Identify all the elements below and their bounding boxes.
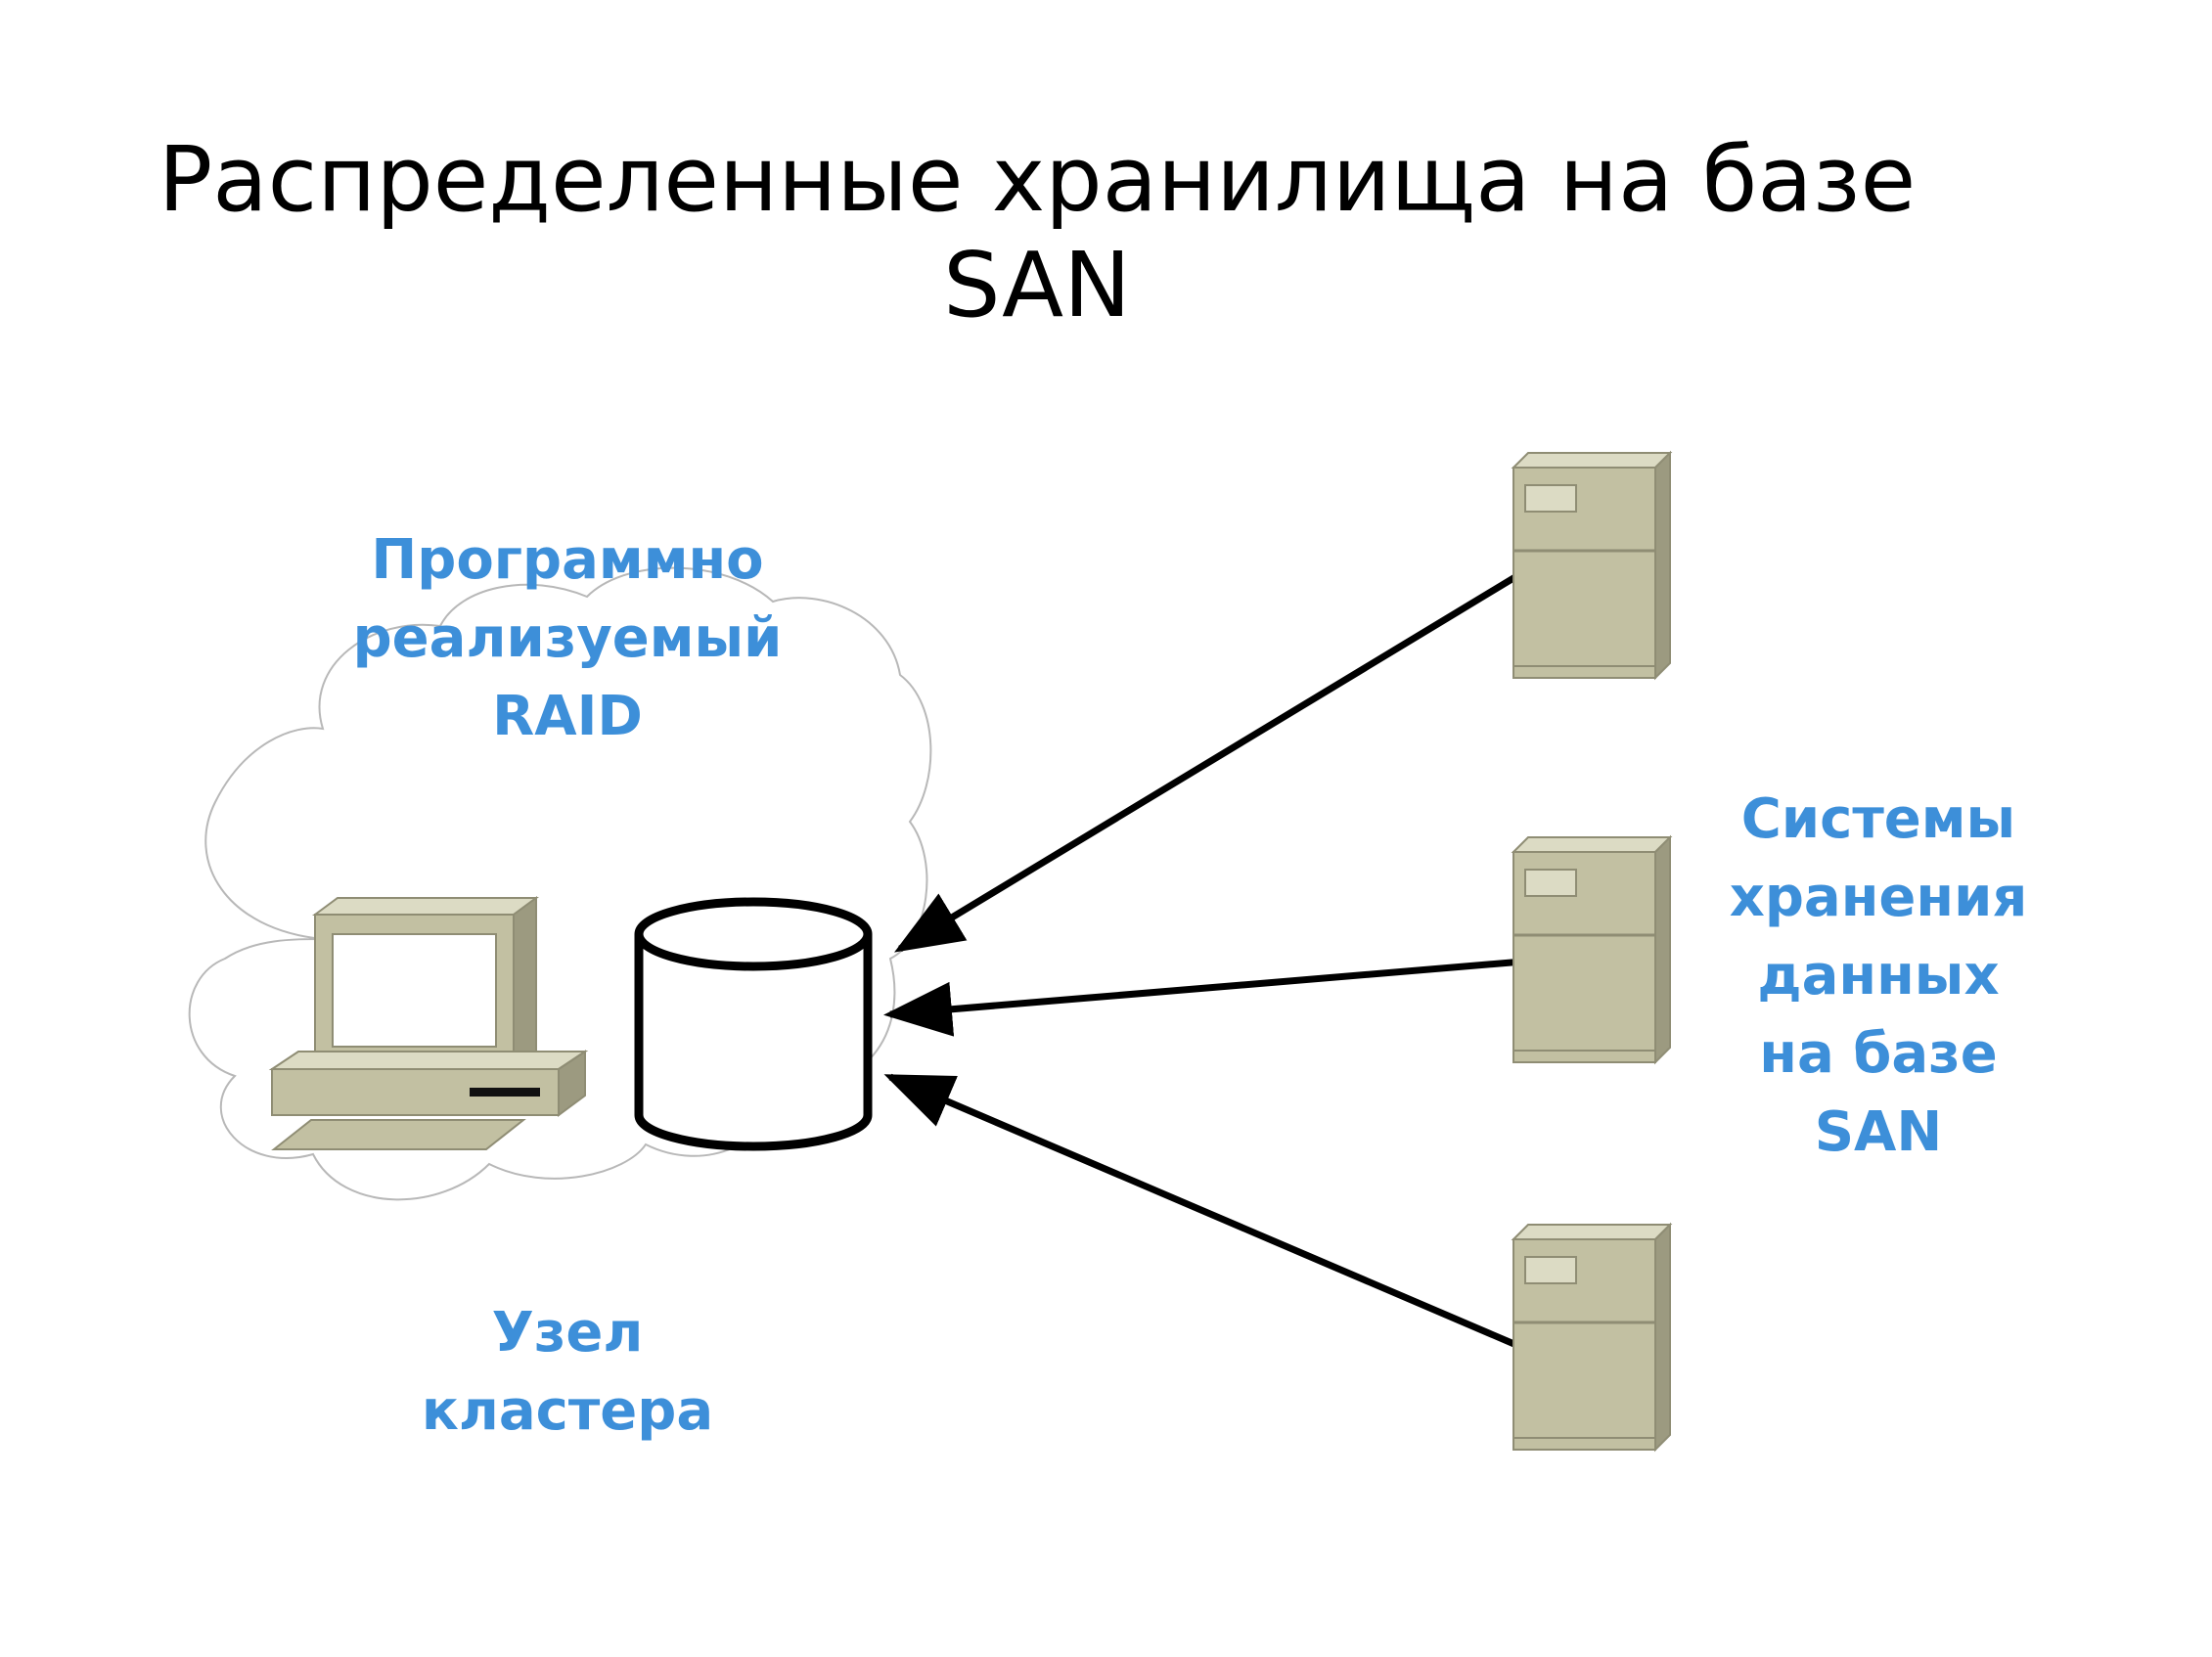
storage-label-line: хранения: [1729, 866, 2028, 929]
raid-label-line: RAID: [492, 685, 643, 748]
arrow-middle: [883, 958, 1524, 1037]
arrow-top: [894, 569, 1525, 953]
storage-label-line: данных: [1757, 944, 2000, 1008]
raid-label-line: Программно: [371, 528, 764, 592]
storage-label-line: Системы: [1740, 787, 2016, 851]
cluster-node-label-line: Узел: [491, 1301, 644, 1365]
server-icon: [1511, 834, 1673, 1065]
title-line-2: SAN: [943, 233, 1131, 337]
disk-cylinder-icon: [634, 897, 873, 1151]
storage-label-line: на базе: [1759, 1022, 1998, 1086]
computer-icon: [268, 896, 589, 1150]
server-icon: [1511, 1222, 1673, 1453]
raid-label: Программно реализуемый RAID: [293, 521, 841, 756]
raid-label-line: реализуемый: [352, 606, 783, 670]
cluster-node-label: Узел кластера: [372, 1294, 763, 1451]
storage-label-line: SAN: [1814, 1100, 1943, 1164]
storage-label: Системы хранения данных на базе SAN: [1702, 781, 2054, 1172]
cluster-node-label-line: кластера: [421, 1379, 714, 1443]
arrow-bottom: [883, 1073, 1525, 1352]
title-line-1: Распределенные хранилища на базе: [158, 127, 1917, 232]
arrows: [883, 569, 1525, 1352]
server-icon: [1511, 450, 1673, 681]
page-title: Распределенные хранилища на базе SAN: [59, 127, 2015, 338]
